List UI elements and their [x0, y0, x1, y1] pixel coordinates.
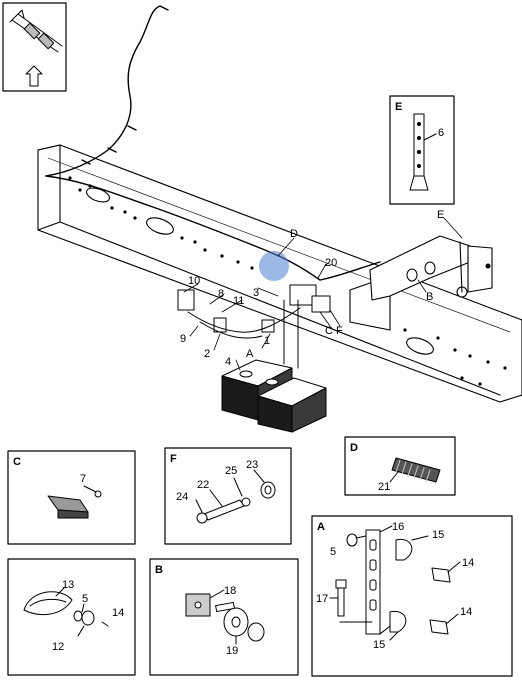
- callout-14-top: 14: [462, 557, 474, 569]
- callout-13: 13: [62, 579, 74, 591]
- detail-d-letter: D: [350, 442, 358, 454]
- callout-2: 2: [204, 348, 210, 360]
- detail-f: F 24 22 25 23: [164, 447, 292, 545]
- leader-lines: [183, 217, 463, 371]
- callout-11: 11: [233, 295, 244, 307]
- callout-misc-5: 5: [82, 593, 88, 605]
- callout-16: 16: [392, 521, 404, 533]
- callout-d: D: [290, 228, 298, 240]
- callout-b: B: [426, 291, 433, 303]
- callout-19: 19: [226, 645, 238, 657]
- detail-e: E 6: [389, 95, 455, 205]
- callout-4: 4: [225, 356, 231, 368]
- cross-member: [369, 235, 493, 301]
- clip-brackets: [177, 284, 331, 339]
- detail-misc: 13 5 14 12: [7, 558, 136, 676]
- vehicle-front-arrow-icon: [9, 9, 63, 87]
- callout-misc-14: 14: [112, 607, 124, 619]
- detail-e-letter: E: [395, 101, 402, 113]
- callout-c: C: [325, 325, 333, 337]
- callout-23: 23: [246, 459, 258, 471]
- main-view: D 20 10 8 3 11 9 2 4 A 1 C F B E: [37, 5, 522, 433]
- detail-f-letter: F: [170, 453, 177, 465]
- detail-b: B 18 19: [149, 558, 299, 676]
- callout-17: 17: [316, 593, 328, 605]
- callout-10: 10: [188, 275, 200, 287]
- callout-e: E: [437, 209, 444, 221]
- detail-b-letter: B: [155, 564, 163, 576]
- detail-c-letter: C: [13, 456, 21, 468]
- detail-c: C 7: [7, 450, 136, 545]
- callout-22: 22: [197, 479, 209, 491]
- callout-12: 12: [52, 641, 64, 653]
- highlight-marker: [259, 251, 289, 281]
- callout-8: 8: [218, 288, 224, 300]
- detail-d: D 21: [344, 436, 456, 496]
- callout-18: 18: [224, 585, 236, 597]
- main-callouts: D 20 10 8 3 11 9 2 4 A 1 C F B E: [180, 209, 444, 368]
- callout-1: 1: [264, 335, 270, 347]
- batteries: [221, 299, 327, 433]
- callout-a-5: 5: [330, 546, 336, 558]
- detail-a-letter: A: [317, 521, 325, 533]
- callout-3: 3: [253, 287, 259, 299]
- grommets: [406, 261, 436, 282]
- callout-f: F: [336, 325, 343, 337]
- callout-a: A: [246, 348, 254, 360]
- callout-6: 6: [438, 127, 444, 139]
- orientation-box: [2, 2, 67, 92]
- callout-7: 7: [80, 473, 86, 485]
- callout-20: 20: [325, 257, 337, 269]
- callout-15-bottom: 15: [373, 639, 385, 651]
- callout-14-bottom: 14: [460, 606, 472, 618]
- callout-24: 24: [176, 491, 188, 503]
- callout-25: 25: [225, 465, 237, 477]
- callout-21: 21: [378, 481, 390, 493]
- callout-15-top: 15: [432, 529, 444, 541]
- detail-a: A: [311, 515, 513, 677]
- callout-9: 9: [180, 333, 186, 345]
